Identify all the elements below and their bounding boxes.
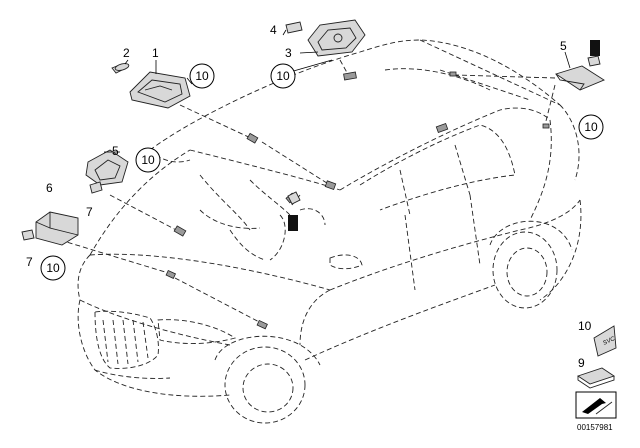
service-stamp-text: SVC [602,336,616,347]
callout-6: 6 [46,181,53,195]
ref-circle-glovebox: 10 [40,255,66,281]
ref-circles: 10 10 10 10 10 [40,63,604,281]
callout-5-footwell: 5 [112,144,119,158]
legend: 10 SVC 9 00157981 [575,319,617,432]
callout-3: 3 [285,46,292,60]
footwell-lamp [85,149,129,194]
legend-10-label: 10 [578,319,592,333]
luggage-lamp [554,40,605,91]
bulb-black-mid [288,215,298,231]
callout-7-upper: 7 [86,205,93,219]
callout-7-lower: 7 [26,255,33,269]
ref-circle-text: 10 [276,69,290,83]
bulb-7 [21,229,35,241]
rear-interior-light [285,19,366,57]
ref-circle-text: 10 [584,120,598,134]
glovebox-lamp [21,211,79,246]
service-stamp-icon [593,325,617,357]
callout-2: 2 [123,46,130,60]
bulb-black-top [590,40,600,56]
catalog-arrow-icon [582,398,606,414]
ref-circle-rear-light: 10 [270,63,296,89]
ref-circle-text: 10 [46,261,60,275]
diagram-id: 00157981 [577,423,613,432]
ref-circle-front-light: 10 [189,63,215,89]
ref-circle-footwell: 10 [135,147,161,173]
bulb-4 [285,21,303,34]
callout-labels: 1 2 3 4 5 5 6 7 7 [26,23,567,269]
legend-9-label: 9 [578,356,585,370]
ref-circle-luggage: 10 [578,114,604,140]
callout-5-luggage: 5 [560,39,567,53]
front-interior-light [111,63,191,109]
ref-circle-text: 10 [141,153,155,167]
callout-1: 1 [152,46,159,60]
mirror-lamp [287,191,301,231]
callout-4: 4 [270,23,277,37]
bulb-5b [587,55,601,67]
ref-circle-text: 10 [195,69,209,83]
vehicle-outline [77,39,582,424]
